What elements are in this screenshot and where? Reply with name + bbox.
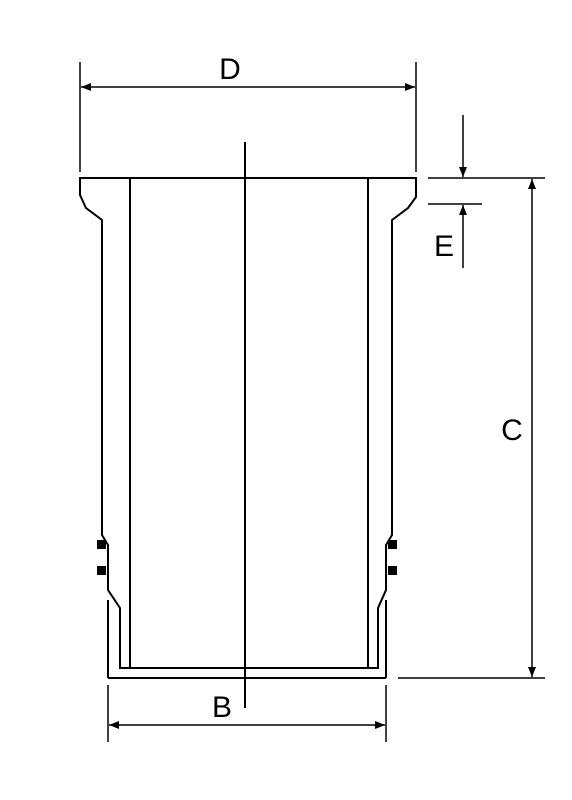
seal-ring-right-upper bbox=[388, 540, 397, 549]
seal-ring-left-lower bbox=[97, 566, 106, 575]
right-wall-section bbox=[366, 177, 417, 669]
dim-e-label: E bbox=[434, 230, 454, 263]
seal-ring-left-upper bbox=[97, 540, 106, 549]
dim-b-label: B bbox=[212, 691, 232, 724]
left-wall-section bbox=[79, 177, 131, 669]
seal-ring-right-lower bbox=[388, 566, 397, 575]
dim-d-label: D bbox=[219, 53, 241, 86]
dim-c-label: C bbox=[501, 414, 523, 447]
